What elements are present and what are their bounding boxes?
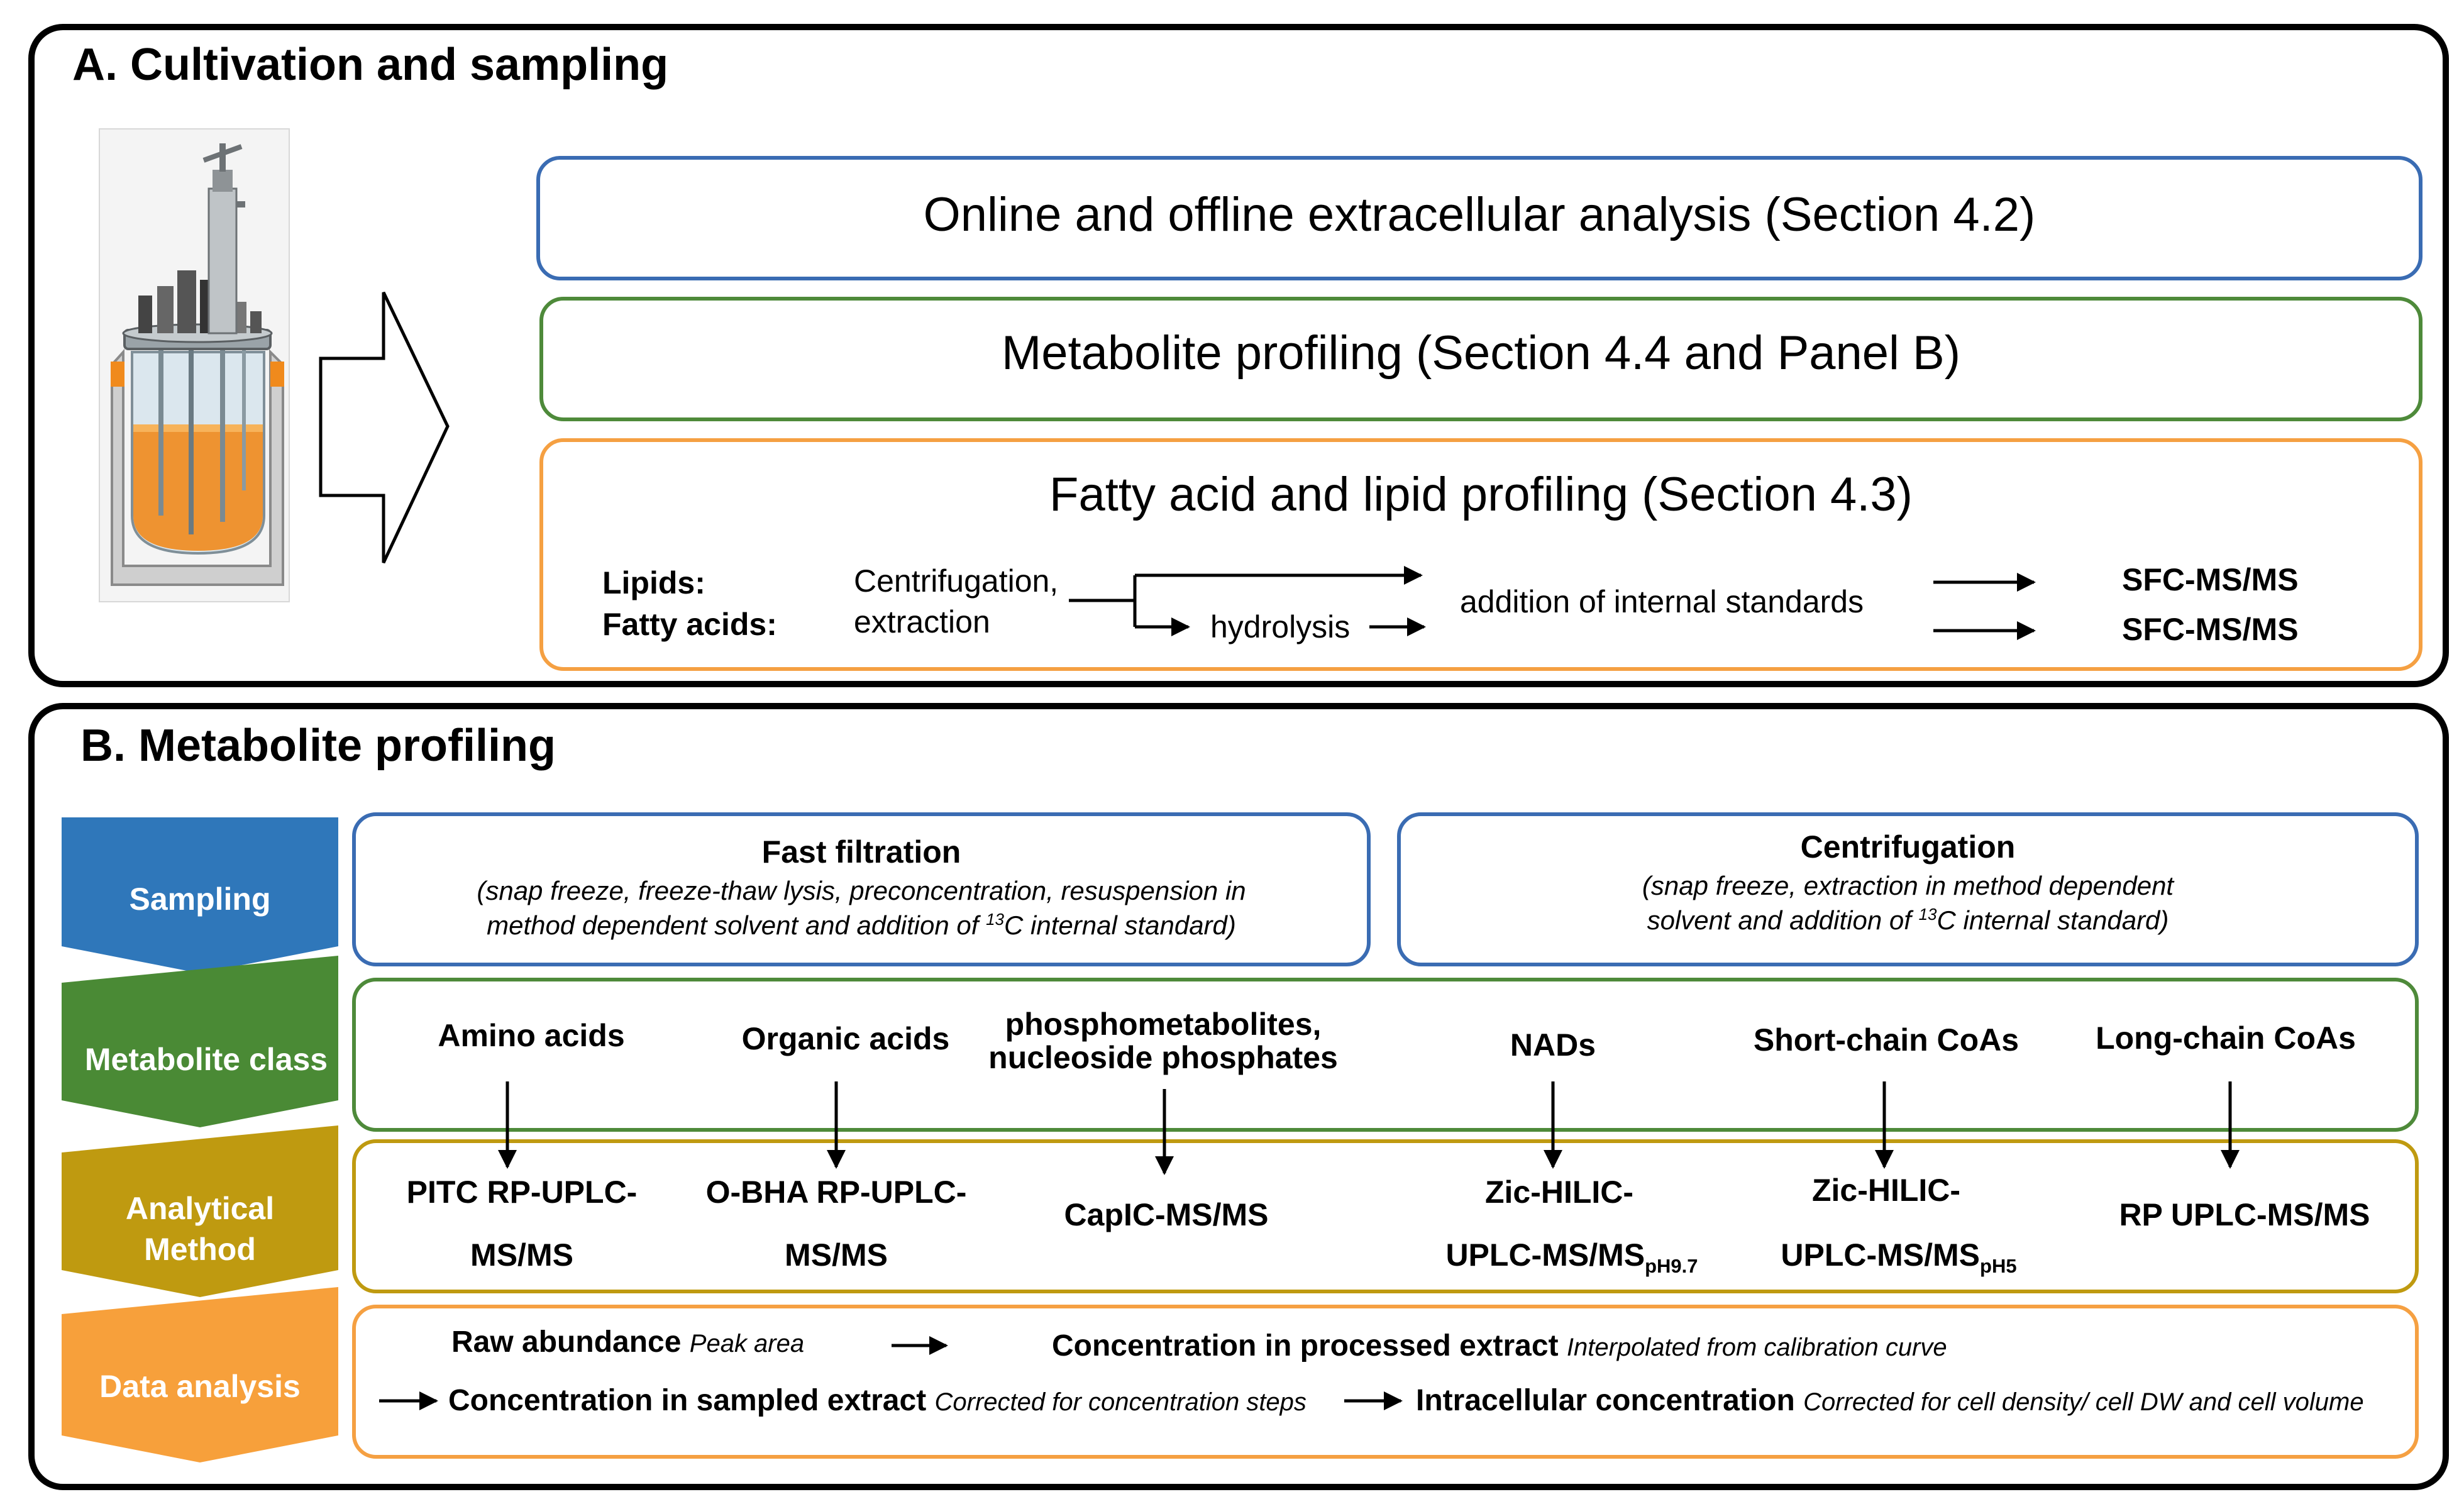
extracellular-analysis-label: Online and offline extracellular analysi… — [923, 188, 2036, 241]
method-zic-hilic-ph5-1: Zic-HILIC- — [1811, 1173, 1961, 1208]
metabolite-class-label: Metabolite class — [84, 1041, 328, 1077]
metabolite-profiling-label: Metabolite profiling (Section 4.4 and Pa… — [1001, 326, 1961, 380]
method-obha-2: MS/MS — [785, 1237, 888, 1273]
fast-filtration-title: Fast filtration — [761, 834, 961, 870]
lipids-label: Lipids: — [602, 565, 705, 600]
hydrolysis-step: hydrolysis — [1210, 609, 1351, 644]
raw-abundance: Raw abundance Peak area — [451, 1325, 805, 1359]
method-zic-hilic-ph97-2: UPLC-MS/MSpH9.7 — [1445, 1237, 1698, 1277]
lipids-method: SFC-MS/MS — [2122, 562, 2299, 597]
fast-filtration-desc-1: (snap freeze, freeze-thaw lysis, preconc… — [477, 876, 1246, 905]
centrifugation-box — [1397, 812, 2419, 966]
corrected-steps-note: Corrected for concentration steps — [934, 1388, 1307, 1416]
internal-standards-step: addition of internal standards — [1460, 584, 1864, 619]
panel-b-title: B. Metabolite profiling — [80, 721, 556, 771]
panel-b — [28, 703, 2449, 1490]
extracellular-analysis-box — [536, 156, 2423, 280]
panel-a-title: A. Cultivation and sampling — [72, 40, 669, 90]
method-pitc-2: MS/MS — [470, 1237, 573, 1273]
fast-filtration-desc-2: method dependent solvent and addition of… — [487, 910, 1236, 940]
conc-processed-extract: Concentration in processed extract Inter… — [1052, 1329, 1947, 1363]
corrected-density-note: Corrected for cell density/ cell DW and … — [1803, 1388, 2364, 1416]
centrifugation-title: Centrifugation — [1800, 829, 2016, 865]
class-organic-acids: Organic acids — [741, 1021, 950, 1056]
fatty-acids-method: SFC-MS/MS — [2122, 612, 2299, 647]
method-capic: CapIC-MS/MS — [1064, 1197, 1269, 1232]
analytical-method-label-2: Method — [144, 1231, 256, 1267]
method-rp-uplc: RP UPLC-MS/MS — [2119, 1197, 2370, 1232]
metabolite-class-box — [352, 978, 2419, 1132]
method-zic-hilic-ph97-1: Zic-HILIC- — [1484, 1175, 1634, 1210]
interpolated-note: Interpolated from calibration curve — [1566, 1334, 1947, 1361]
extraction-step: extraction — [854, 604, 990, 639]
centrifugation-step: Centrifugation, — [854, 563, 1059, 599]
centrifugation-desc-1: (snap freeze, extraction in method depen… — [1642, 871, 2174, 900]
class-long-chain-coas: Long-chain CoAs — [2096, 1020, 2356, 1056]
sampling-label: Sampling — [129, 881, 271, 917]
class-phosphometabolites-2: nucleoside phosphates — [988, 1040, 1338, 1075]
method-pitc-1: PITC RP-UPLC- — [406, 1175, 638, 1210]
class-nads: NADs — [1510, 1027, 1596, 1063]
fatty-acids-label: Fatty acids: — [602, 607, 777, 642]
lipid-profiling-box — [539, 438, 2423, 671]
analytical-method-box — [352, 1139, 2419, 1293]
data-analysis-box — [352, 1305, 2419, 1459]
method-zic-hilic-ph5-2: UPLC-MS/MSpH5 — [1781, 1237, 2017, 1277]
method-obha-1: O-BHA RP-UPLC- — [705, 1175, 967, 1210]
centrifugation-desc-2: solvent and addition of 13C internal sta… — [1647, 905, 2169, 935]
metabolite-profiling-box — [539, 297, 2423, 421]
lipid-profiling-title: Fatty acid and lipid profiling (Section … — [1049, 468, 1913, 521]
panel-a — [28, 24, 2449, 687]
intracellular-concentration: Intracellular concentration Corrected fo… — [1416, 1384, 2364, 1417]
data-analysis-label: Data analysis — [99, 1368, 301, 1404]
fast-filtration-box — [352, 812, 1371, 966]
class-short-chain-coas: Short-chain CoAs — [1753, 1022, 2019, 1058]
conc-sampled-extract: Concentration in sampled extract Correct… — [448, 1384, 1307, 1417]
class-phosphometabolites-1: phosphometabolites, — [1005, 1007, 1322, 1042]
peak-area-note: Peak area — [689, 1330, 805, 1357]
analytical-method-label-1: Analytical — [125, 1190, 275, 1226]
class-amino-acids: Amino acids — [438, 1018, 625, 1053]
